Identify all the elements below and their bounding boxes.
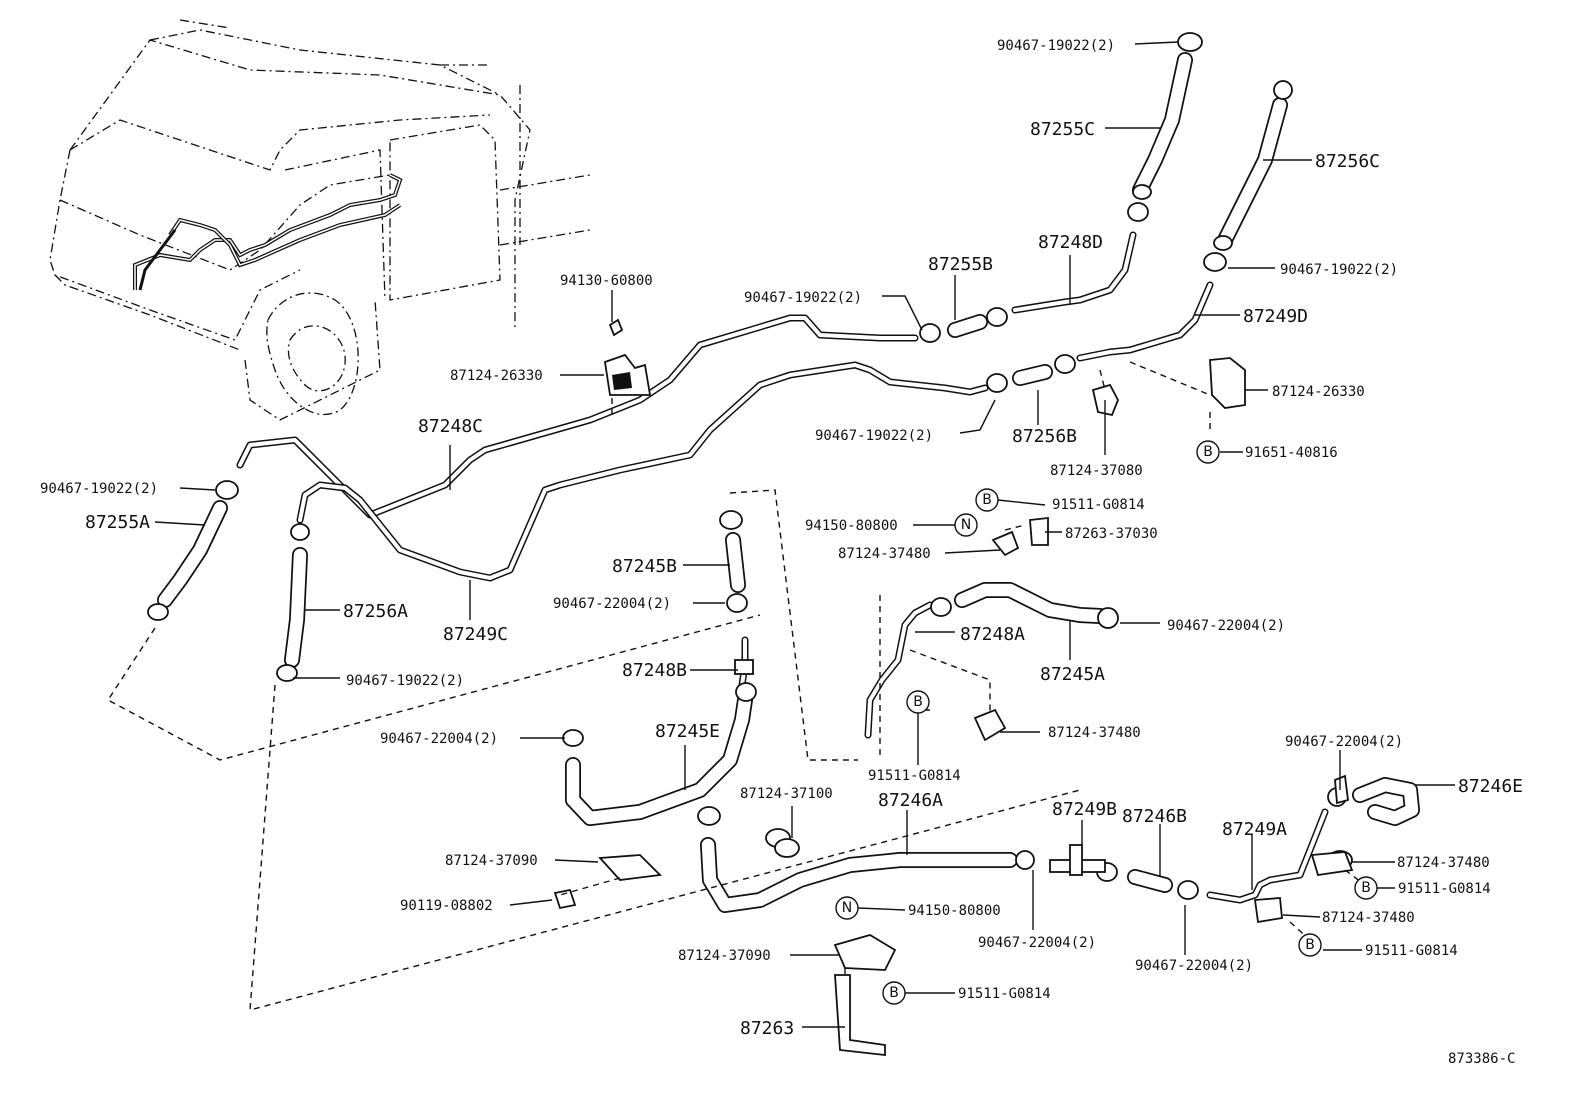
label-87245B: 87245B xyxy=(612,556,677,577)
tube-87248B xyxy=(734,636,754,689)
label-91511-G0814-d: 91511-G0814 xyxy=(1365,943,1458,959)
label-94150-80800-a: 94150-80800 xyxy=(805,518,898,534)
label-87124-37090-a: 87124-37090 xyxy=(445,853,538,869)
label-87263: 87263 xyxy=(740,1018,794,1039)
label-87249B: 87249B xyxy=(1052,799,1117,820)
label-90467-19022-top: 90467-19022(2) xyxy=(997,38,1115,54)
label-90467-22004-right: 90467-22004(2) xyxy=(1167,618,1285,634)
label-91511-G0814-e: 91511-G0814 xyxy=(958,986,1051,1002)
hose-87256B xyxy=(1012,364,1053,386)
label-87124-37480-a: 87124-37480 xyxy=(838,546,931,562)
marker-b-91511-b: B xyxy=(906,690,930,714)
label-87263-37030: 87263-37030 xyxy=(1065,526,1158,542)
hose-87255C xyxy=(1132,52,1193,198)
marker-b-91511-e: B xyxy=(882,981,906,1005)
label-87255C: 87255C xyxy=(1030,119,1095,140)
hose-87245A xyxy=(954,582,1108,624)
tube-87248C xyxy=(236,314,919,519)
label-87124-37090-b: 87124-37090 xyxy=(678,948,771,964)
label-87248B: 87248B xyxy=(622,660,687,681)
circled-markers: B B N B B N B B xyxy=(835,440,1378,1005)
hose-87255B xyxy=(947,314,988,338)
label-87248D: 87248D xyxy=(1038,232,1103,253)
label-87248C: 87248C xyxy=(418,416,483,437)
label-91511-G0814-a: 91511-G0814 xyxy=(1052,497,1145,513)
label-87124-37080: 87124-37080 xyxy=(1050,463,1143,479)
leader-lines xyxy=(154,41,1455,1028)
label-90467-22004-rr: 90467-22004(2) xyxy=(1285,734,1403,750)
label-87124-37480-c: 87124-37480 xyxy=(1397,855,1490,871)
label-91651-40816: 91651-40816 xyxy=(1245,445,1338,461)
svg-text:N: N xyxy=(842,900,852,916)
label-87255A: 87255A xyxy=(85,512,150,533)
tube-87248A xyxy=(864,601,934,739)
label-91511-G0814-b: 91511-G0814 xyxy=(868,768,961,784)
label-90467-19022-b: 90467-19022(2) xyxy=(346,673,464,689)
svg-text:B: B xyxy=(913,694,923,710)
label-90467-22004-b1: 90467-22004(2) xyxy=(978,935,1096,951)
label-91511-G0814-c: 91511-G0814 xyxy=(1398,881,1491,897)
label-87255B: 87255B xyxy=(928,254,993,275)
hose-87246A xyxy=(700,837,1018,913)
label-94150-80800-b: 94150-80800 xyxy=(908,903,1001,919)
label-90467-19022-right: 90467-19022(2) xyxy=(1280,262,1398,278)
label-87245A: 87245A xyxy=(1040,664,1105,685)
label-90467-19022-left: 90467-19022(2) xyxy=(40,481,158,497)
label-87249C: 87249C xyxy=(443,624,508,645)
label-87124-26330-left: 87124-26330 xyxy=(450,368,543,384)
tube-87249C xyxy=(296,361,989,582)
marker-n-94150-b: N xyxy=(835,896,859,920)
label-90467-22004-left: 90467-22004(2) xyxy=(380,731,498,747)
label-90467-22004-b2: 90467-22004(2) xyxy=(1135,958,1253,974)
label-87256C: 87256C xyxy=(1315,151,1380,172)
tee-joint-87249B xyxy=(1049,844,1106,876)
label-87124-37480-b: 87124-37480 xyxy=(1048,725,1141,741)
hose-87245E xyxy=(565,692,753,826)
label-87124-37480-d: 87124-37480 xyxy=(1322,910,1415,926)
hose-87256A xyxy=(284,547,308,668)
marker-b-91511-a: B xyxy=(975,488,999,512)
label-87245E: 87245E xyxy=(655,721,720,742)
tube-87248D xyxy=(1011,231,1137,314)
marker-n-94150-a: N xyxy=(954,513,978,537)
hose-87245B xyxy=(725,532,746,593)
marker-b-91651: B xyxy=(1196,440,1220,464)
hose-87246B xyxy=(1127,869,1173,893)
svg-text:B: B xyxy=(1203,444,1213,460)
label-87249A: 87249A xyxy=(1222,819,1287,840)
hose-87255A xyxy=(157,500,228,608)
label-87246A: 87246A xyxy=(878,790,943,811)
marker-b-91511-c: B xyxy=(1354,876,1378,900)
label-87248A: 87248A xyxy=(960,624,1025,645)
label-90467-22004-a: 90467-22004(2) xyxy=(553,596,671,612)
label-94130-60800: 94130-60800 xyxy=(560,273,653,289)
hose-87256C xyxy=(1217,97,1288,248)
diagram-code: 873386-C xyxy=(1448,1051,1515,1067)
svg-text:B: B xyxy=(982,492,992,508)
label-87249D: 87249D xyxy=(1243,306,1308,327)
part-labels: 90467-19022(2) 87255C 87256C 90467-19022… xyxy=(40,38,1523,1067)
brackets-and-clips xyxy=(553,318,1354,1057)
tube-87249D xyxy=(1076,281,1214,362)
label-90467-19022-mid: 90467-19022(2) xyxy=(744,290,862,306)
svg-text:B: B xyxy=(1361,880,1371,896)
svg-text:N: N xyxy=(961,517,971,533)
label-87246B: 87246B xyxy=(1122,806,1187,827)
label-87256B: 87256B xyxy=(1012,426,1077,447)
label-90119-08802: 90119-08802 xyxy=(400,898,493,914)
label-87124-26330-right: 87124-26330 xyxy=(1272,384,1365,400)
svg-text:B: B xyxy=(1305,937,1315,953)
label-87124-37100: 87124-37100 xyxy=(740,786,833,802)
marker-b-91511-d: B xyxy=(1298,933,1322,957)
label-87246E: 87246E xyxy=(1458,776,1523,797)
vehicle-outline-illustration xyxy=(49,19,591,421)
dashed-reference-lines xyxy=(106,361,1366,1011)
label-90467-19022-m2: 90467-19022(2) xyxy=(815,428,933,444)
hose-87246E xyxy=(1352,777,1420,826)
tube-87249A xyxy=(1206,808,1329,904)
label-87256A: 87256A xyxy=(343,601,408,622)
svg-text:B: B xyxy=(889,985,899,1001)
